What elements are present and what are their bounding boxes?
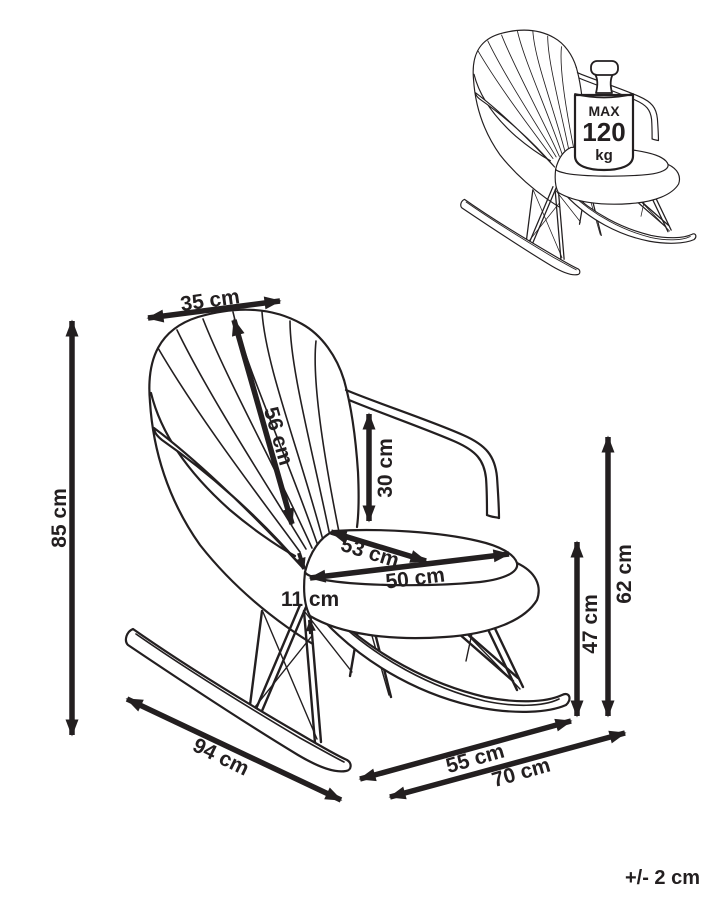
dim-label-seat-thickness: 11 cm xyxy=(281,588,339,611)
arrow-backrest-top-width xyxy=(146,296,282,323)
arrow-seat-thickness-top xyxy=(295,552,306,570)
arrow-seat-thickness-bottom xyxy=(305,619,316,635)
weight-knob xyxy=(590,60,619,76)
max-load-prefix: MAX xyxy=(588,103,620,119)
arrow-base-overall-depth xyxy=(388,730,627,800)
tolerance-note: +/- 2 cm xyxy=(625,867,700,889)
max-load-weight: MAX 120 kg xyxy=(573,60,635,172)
arrow-overall-depth xyxy=(125,696,343,803)
dim-label-armrest-above-seat: 30 cm xyxy=(374,438,397,498)
dim-label-seat-height: 47 cm xyxy=(579,594,602,654)
dim-label-armrest-height: 62 cm xyxy=(613,544,636,604)
weight-body xyxy=(573,93,635,172)
max-load-unit: kg xyxy=(595,147,613,164)
arrow-seat-width xyxy=(308,549,511,583)
inset-chair-with-weight: MAX 120 kg xyxy=(460,29,697,276)
max-load-value: 120 xyxy=(582,117,625,147)
weight-neck xyxy=(594,73,614,94)
arrow-backrest-length xyxy=(231,318,295,526)
dimension-arrows xyxy=(65,296,627,803)
dim-label-overall-height: 85 cm xyxy=(48,488,71,548)
